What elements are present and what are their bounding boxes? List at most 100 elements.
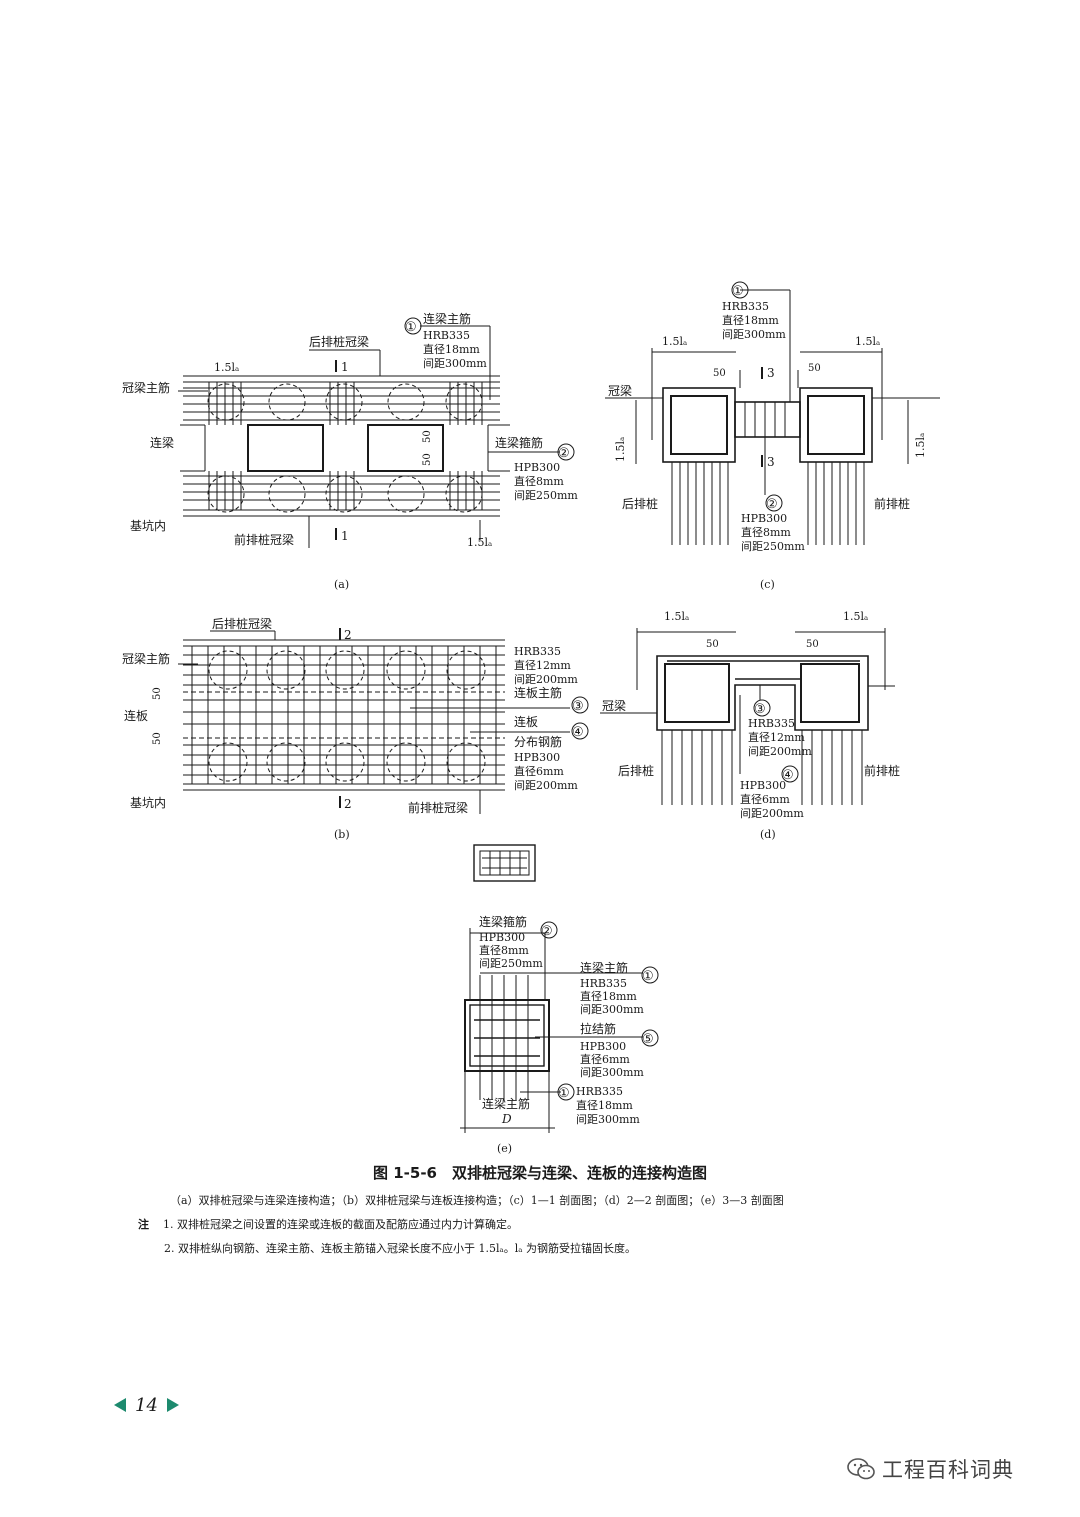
b-slab: 连板 bbox=[124, 708, 148, 723]
b-top-dia: 直径12mm bbox=[514, 658, 571, 672]
e-c5-num: ⑤ bbox=[642, 1032, 654, 1047]
d-c3-grade: HRB335 bbox=[748, 717, 795, 730]
a-label: (a) bbox=[334, 578, 349, 591]
d-c4-dia: 直径6mm bbox=[740, 792, 790, 806]
d-cap-beam: 冠梁 bbox=[602, 698, 626, 713]
b-top-name: 连板主筋 bbox=[514, 685, 562, 700]
b-bot-dia: 直径6mm bbox=[514, 764, 564, 778]
a-c2-dia: 直径8mm bbox=[514, 474, 564, 488]
a-tie-beam: 连梁 bbox=[150, 435, 174, 450]
c-cap-beam: 冠梁 bbox=[608, 383, 632, 398]
d-label: (d) bbox=[760, 828, 776, 841]
b-bot-num: ④ bbox=[572, 725, 584, 740]
e-c1b-spacing: 间距300mm bbox=[576, 1113, 640, 1126]
next-page-icon[interactable] bbox=[166, 1398, 179, 1412]
b-front-beam: 前排桩冠梁 bbox=[408, 800, 468, 815]
key-plan-icon bbox=[473, 844, 536, 882]
panel-e bbox=[460, 921, 659, 1133]
a-c1-dia: 直径18mm bbox=[423, 342, 480, 356]
a-section-mark-bottom: 1 bbox=[341, 529, 349, 543]
c-c1-spacing: 间距300mm bbox=[722, 328, 786, 341]
a-cap-main-bar: 冠梁主筋 bbox=[122, 380, 170, 395]
c-c2-num: ② bbox=[766, 497, 778, 512]
e-c2-spacing: 间距250mm bbox=[479, 957, 543, 970]
e-c5-dia: 直径6mm bbox=[580, 1052, 630, 1066]
e-c5-spacing: 间距300mm bbox=[580, 1066, 644, 1079]
c-anchor-left-v: 1.5lₐ bbox=[614, 437, 627, 462]
c-c1-num: ① bbox=[732, 284, 744, 299]
c-anchor-right-v: 1.5lₐ bbox=[914, 433, 927, 458]
b-top-num: ③ bbox=[572, 699, 584, 714]
note-1-text: 1. 双排桩冠梁之间设置的连梁或连板的截面及配筋应通过内力计算确定。 bbox=[163, 1218, 518, 1231]
panel-d bbox=[600, 628, 895, 805]
d-dim-50-right: 50 bbox=[806, 639, 819, 650]
a-c2-grade: HPB300 bbox=[514, 461, 560, 474]
b-pit-inside: 基坑内 bbox=[130, 795, 166, 810]
c-anchor-left: 1.5lₐ bbox=[662, 335, 687, 348]
c-anchor-right: 1.5lₐ bbox=[855, 335, 880, 348]
d-rear-pile: 后排桩 bbox=[618, 763, 654, 778]
b-bot-grade: HPB300 bbox=[514, 751, 560, 764]
wechat-icon bbox=[847, 1458, 875, 1480]
c-c2-spacing: 间距250mm bbox=[741, 540, 805, 553]
b-section-mark-top: 2 bbox=[344, 628, 352, 642]
e-c1-num: ① bbox=[642, 969, 654, 984]
b-dim-50b: 50 bbox=[152, 732, 163, 745]
c-label: (c) bbox=[760, 578, 775, 591]
a-dim-50b: 50 bbox=[422, 453, 433, 466]
d-c3-spacing: 间距200mm bbox=[748, 745, 812, 758]
b-top-spacing: 间距200mm bbox=[514, 673, 578, 686]
previous-page-icon[interactable] bbox=[114, 1398, 126, 1412]
a-c1-spacing: 间距300mm bbox=[423, 357, 487, 370]
a-pit-inside: 基坑内 bbox=[130, 518, 166, 533]
figure-subtitle: （a）双排桩冠梁与连梁连接构造；（b）双排桩冠梁与连板连接构造；（c）1—1 剖… bbox=[170, 1194, 784, 1207]
a-anchor-top: 1.5lₐ bbox=[214, 361, 239, 374]
a-c1-name: 连梁主筋 bbox=[423, 311, 471, 326]
d-c4-grade: HPB300 bbox=[740, 779, 786, 792]
e-width-symbol: D bbox=[501, 1112, 512, 1126]
c-dim-50-right: 50 bbox=[808, 363, 821, 374]
a-c1-grade: HRB335 bbox=[423, 329, 470, 342]
d-front-pile: 前排桩 bbox=[864, 763, 900, 778]
d-c3-dia: 直径12mm bbox=[748, 730, 805, 744]
d-anchor-left: 1.5lₐ bbox=[664, 610, 689, 623]
e-c2-dia: 直径8mm bbox=[479, 943, 529, 957]
c-rear-pile: 后排桩 bbox=[622, 496, 658, 511]
note-label: 注 bbox=[138, 1218, 149, 1231]
e-c2-grade: HPB300 bbox=[479, 931, 525, 944]
c-c1-dia: 直径18mm bbox=[722, 313, 779, 327]
c-c1-grade: HRB335 bbox=[722, 300, 769, 313]
page-number: 14 bbox=[135, 1394, 158, 1416]
b-dim-50a: 50 bbox=[152, 687, 163, 700]
e-c2-name: 连梁箍筋 bbox=[479, 914, 527, 929]
c-section-top: 3 bbox=[767, 366, 775, 380]
page-navigation: 14 bbox=[114, 1394, 179, 1416]
e-c1-name: 连梁主筋 bbox=[580, 960, 628, 975]
b-section-mark-bottom: 2 bbox=[344, 797, 352, 811]
e-c1b-dia: 直径18mm bbox=[576, 1098, 633, 1112]
a-c2-num: ② bbox=[558, 446, 570, 461]
panel-a bbox=[178, 317, 575, 548]
a-rear-beam: 后排桩冠梁 bbox=[309, 334, 369, 349]
e-bottom-name: 连梁主筋 bbox=[482, 1096, 530, 1111]
b-label: (b) bbox=[334, 828, 350, 841]
e-c2-num: ② bbox=[541, 924, 553, 939]
a-anchor-bottom: 1.5lₐ bbox=[467, 536, 492, 549]
e-c1-dia: 直径18mm bbox=[580, 989, 637, 1003]
b-bot-name-a: 连板 bbox=[514, 714, 538, 729]
c-c2-grade: HPB300 bbox=[741, 512, 787, 525]
a-c1-num: ① bbox=[405, 320, 417, 335]
c-c2-dia: 直径8mm bbox=[741, 525, 791, 539]
panel-c bbox=[605, 281, 940, 545]
d-c3-num: ③ bbox=[754, 702, 766, 717]
d-c4-spacing: 间距200mm bbox=[740, 807, 804, 820]
b-bot-spacing: 间距200mm bbox=[514, 779, 578, 792]
d-c4-num: ④ bbox=[782, 768, 794, 783]
a-section-mark-top: 1 bbox=[341, 360, 349, 374]
e-c1-grade: HRB335 bbox=[580, 977, 627, 990]
a-front-beam: 前排桩冠梁 bbox=[234, 532, 294, 547]
e-c5-grade: HPB300 bbox=[580, 1040, 626, 1053]
d-dim-50-left: 50 bbox=[706, 639, 719, 650]
note-2: 2. 双排桩纵向钢筋、连梁主筋、连板主筋锚入冠梁长度不应小于 1.5lₐ。lₐ … bbox=[164, 1242, 636, 1255]
